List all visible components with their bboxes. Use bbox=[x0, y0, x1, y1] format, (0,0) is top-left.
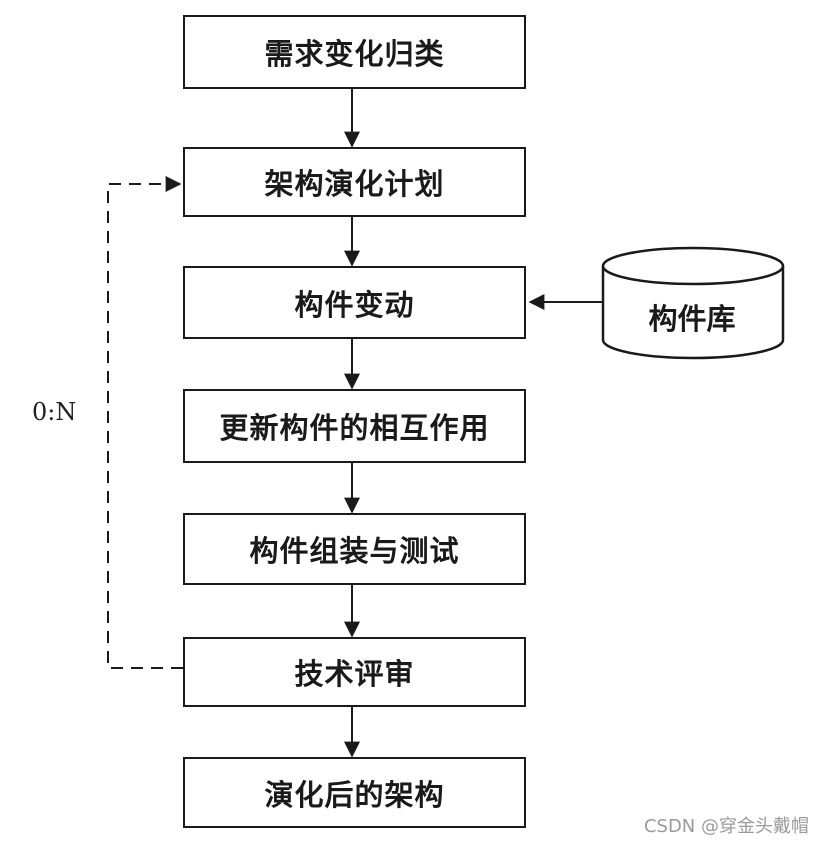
step-technical-review: 技术评审 bbox=[183, 637, 526, 707]
watermark: CSDN @穿金头戴帽 bbox=[643, 816, 809, 837]
step-component-change: 构件变动 bbox=[183, 266, 526, 339]
step-assembly-testing: 构件组装与测试 bbox=[183, 513, 526, 585]
step-evolution-plan: 架构演化计划 bbox=[183, 147, 526, 217]
repository-label: 构件库 bbox=[648, 302, 736, 336]
repository-cylinder bbox=[601, 246, 785, 360]
feedback-loop-path bbox=[107, 176, 183, 669]
step-update-interactions: 更新构件的相互作用 bbox=[183, 389, 526, 463]
step-evolved-architecture: 演化后的架构 bbox=[183, 757, 526, 828]
step-requirement-classification: 需求变化归类 bbox=[183, 15, 526, 89]
loop-count-label: 0:N bbox=[32, 398, 77, 426]
